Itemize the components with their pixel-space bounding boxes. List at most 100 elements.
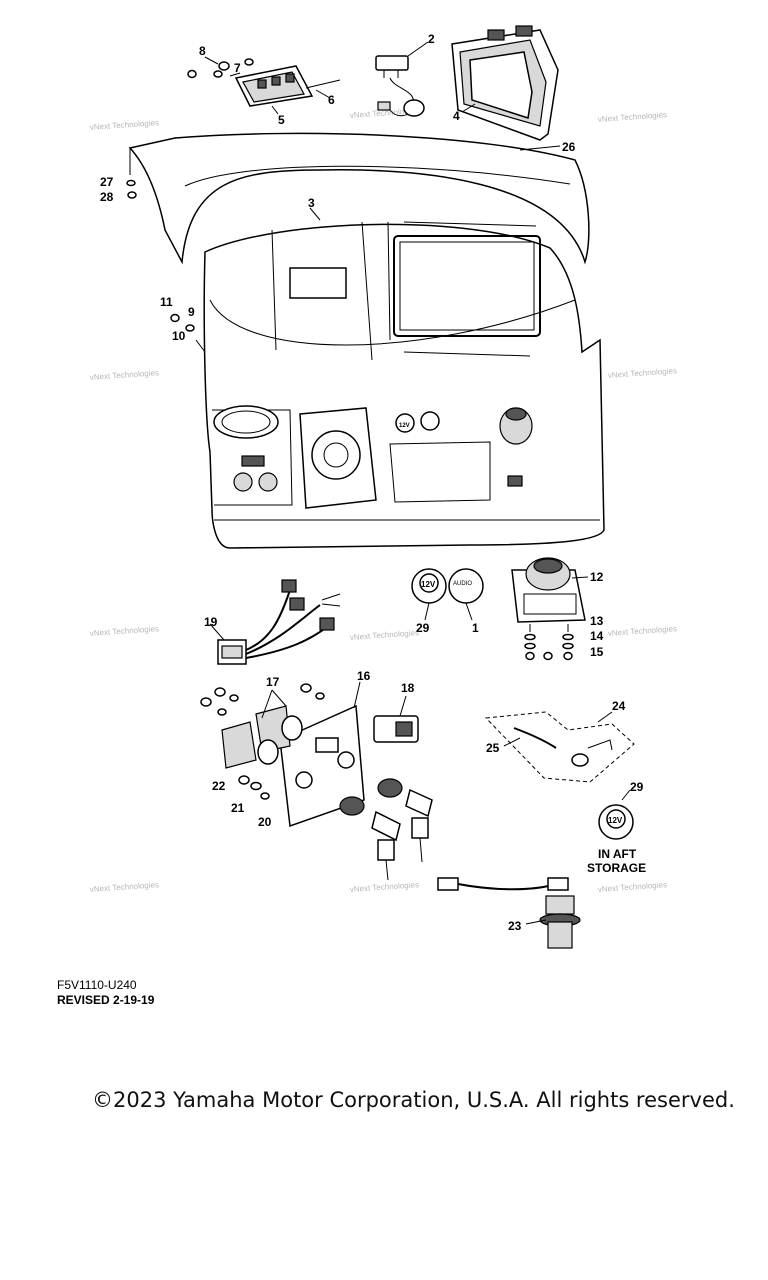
watermark: vNext Technologies (350, 628, 420, 642)
part-number-10: 10 (172, 329, 186, 343)
plate-hole (295, 771, 313, 789)
part-number-11: 11 (160, 295, 173, 309)
harness-plug (289, 597, 305, 611)
part-number-3: 3 (308, 196, 315, 210)
rocker-button (395, 721, 413, 737)
part-number-19: 19 (204, 615, 218, 629)
screw-6 (305, 79, 341, 89)
copyright-notice: ©2023 Yamaha Motor Corporation, U.S.A. A… (92, 1088, 735, 1112)
leader-line (597, 711, 613, 723)
switch-panel-assembly: 8 7 6 5 (187, 44, 341, 127)
nut-28 (127, 191, 137, 199)
part-number-21: 21 (231, 801, 245, 815)
display-recess (393, 235, 541, 337)
nut-15 (543, 651, 553, 661)
display-bracket (487, 29, 505, 41)
switch-knob (233, 472, 253, 492)
watermark: vNext Technologies (90, 118, 160, 132)
switch-knob (258, 472, 278, 492)
washer-21 (250, 781, 262, 791)
outlet-label: 12V (608, 816, 623, 825)
aft-storage-outlet: 12V 29 IN AFT STORAGE (587, 780, 646, 875)
outlet-label: 12V (399, 423, 410, 429)
steering-hub-inner (323, 442, 349, 468)
switch-button (257, 79, 267, 89)
watermark: vNext Technologies (90, 880, 160, 894)
part-number-23: 23 (508, 919, 522, 933)
watermark: vNext Technologies (598, 110, 668, 124)
part-number-2: 2 (428, 32, 435, 46)
fitting-connector (547, 877, 569, 891)
watermark: vNext Technologies (350, 880, 420, 894)
leader-line (204, 56, 219, 65)
part-number-4: 4 (453, 109, 460, 123)
part-number-14: 14 (590, 629, 604, 643)
nut-15 (525, 651, 535, 661)
key-blade (385, 859, 389, 881)
lanyard-kit: 24 25 (484, 699, 635, 783)
console-contour (361, 221, 373, 361)
throttle-control: 12 13 14 15 (511, 557, 604, 661)
part-number-16: 16 (357, 669, 371, 683)
parts-diagram: vNext Technologies vNext Technologies vN… (90, 25, 678, 949)
plate-hole (337, 751, 355, 769)
watermark: vNext Technologies (90, 624, 160, 638)
leader-line (465, 602, 473, 621)
washer-13 (524, 633, 536, 641)
console-contour (209, 299, 576, 346)
switch-plate-assembly: 17 16 18 22 21 20 (200, 669, 433, 881)
part-number-15: 15 (590, 645, 604, 659)
nut-8 (187, 69, 197, 79)
leader-line (424, 602, 430, 621)
part-number-18: 18 (401, 681, 415, 695)
part-number-29: 29 (630, 780, 644, 794)
kit-lanyard (513, 727, 557, 749)
part-number-12: 12 (590, 570, 604, 584)
washer-7 (213, 70, 223, 78)
switch-plate (279, 704, 365, 828)
diagram-code: F5V1110-U240 (57, 978, 137, 992)
washer-14 (524, 642, 536, 650)
visor-edge (184, 165, 571, 187)
center-tray (389, 441, 491, 503)
leader-line (621, 789, 631, 801)
plug (377, 101, 391, 111)
dash-console: 12V 3 11 9 10 (160, 196, 605, 549)
display-screen (469, 51, 533, 119)
audio-badge: AUDIO (453, 581, 472, 587)
aft-storage-note: IN AFT (598, 847, 637, 861)
watermark: vNext Technologies (608, 366, 678, 380)
harness-wire (245, 604, 321, 655)
wire-harness: 19 (204, 579, 341, 665)
washer (229, 694, 239, 702)
part-number-22: 22 (212, 779, 226, 793)
switch-barrel (281, 715, 303, 741)
switch-body (221, 721, 257, 769)
leader-line (525, 919, 547, 925)
console-contour (271, 229, 277, 351)
top-visor: 26 27 28 (100, 132, 590, 265)
leader-line (353, 681, 361, 709)
kit-outline (484, 711, 635, 783)
fitting-plug (437, 877, 459, 891)
harness-plug (319, 617, 335, 631)
nut (200, 697, 212, 707)
washer-10 (185, 324, 195, 332)
harness-plug (281, 579, 297, 593)
aft-storage-note: STORAGE (587, 861, 646, 875)
outlet-12v-face (606, 809, 626, 829)
kit-lead (587, 739, 613, 751)
part-number-6: 6 (328, 93, 335, 107)
part-number-26: 26 (562, 140, 576, 154)
revision-date: REVISED 2-19-19 (57, 993, 155, 1007)
part-number-7: 7 (234, 61, 241, 75)
leader-line (461, 103, 476, 113)
harness-wire (245, 589, 291, 651)
steering-hub (311, 430, 361, 480)
kit-clip (571, 753, 589, 767)
part-number-25: 25 (486, 741, 500, 755)
part-number-24: 24 (612, 699, 626, 713)
ignition-key (371, 810, 401, 842)
fitting-body (545, 895, 575, 915)
washer (315, 692, 325, 700)
